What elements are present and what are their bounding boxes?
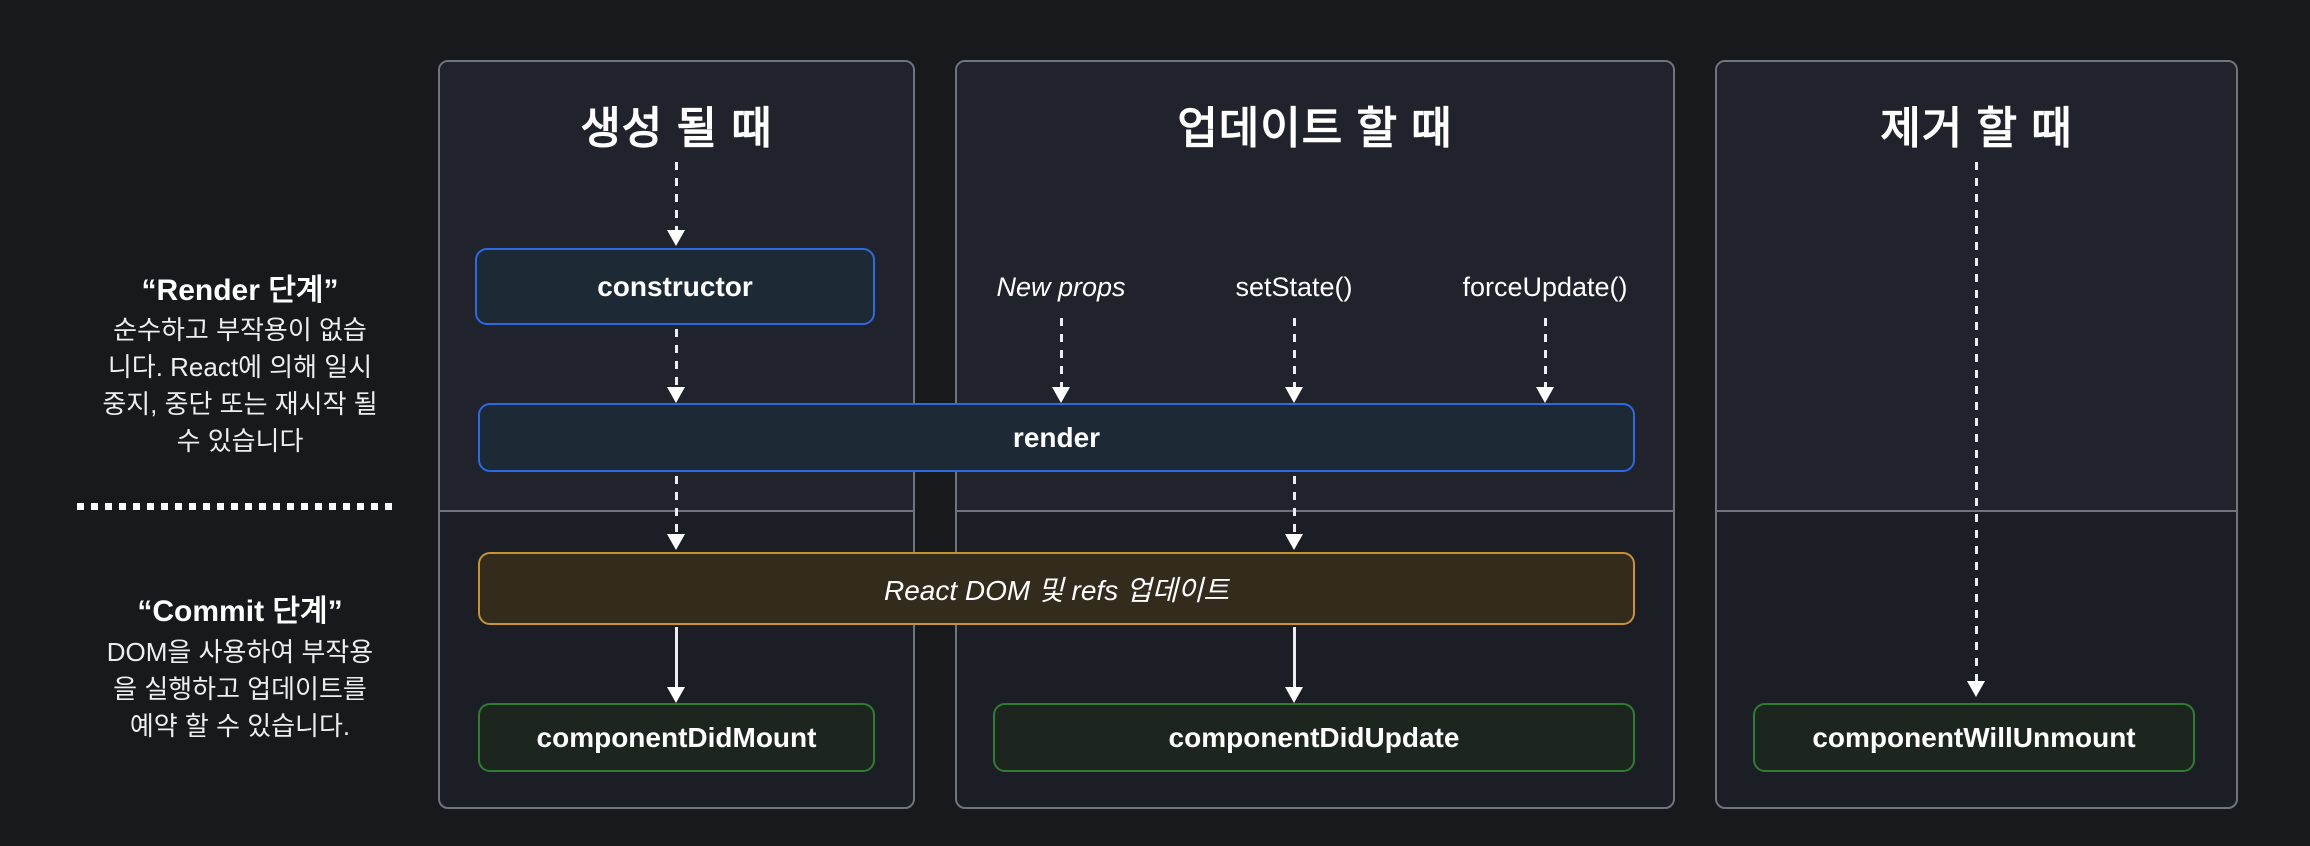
arrow-forceupdate-to-render	[1544, 318, 1547, 387]
commit-phase-description: DOM을 사용하여 부작용 을 실행하고 업데이트를 예약 할 수 있습니다.	[106, 637, 374, 741]
node-render: render	[478, 403, 1635, 472]
trigger-new-props: New props	[996, 272, 1126, 302]
arrow-constructor-to-render	[675, 329, 678, 387]
arrowhead-icon	[1285, 687, 1303, 703]
node-constructor: constructor	[475, 248, 875, 325]
arrow-render-to-reactdom-update	[1293, 476, 1296, 534]
arrowhead-icon	[667, 534, 685, 550]
arrowhead-icon	[1285, 534, 1303, 550]
arrowhead-icon	[667, 230, 685, 246]
panel-update-title: 업데이트 할 때	[1177, 104, 1453, 153]
node-component-did-update: componentDidUpdate	[993, 703, 1635, 772]
arrow-setstate-to-render	[1293, 318, 1296, 387]
arrow-reactdom-to-didmount	[675, 627, 678, 687]
render-phase-title: “Render 단계”	[141, 274, 339, 307]
trigger-force-update: forceUpdate()	[1462, 272, 1628, 302]
arrow-unmount-title-to-willunmount	[1975, 162, 1978, 681]
arrowhead-icon	[1285, 387, 1303, 403]
panel-mount-title: 생성 될 때	[580, 104, 773, 153]
arrowhead-icon	[667, 687, 685, 703]
node-react-dom-refs-update: React DOM 및 refs 업데이트	[478, 552, 1635, 625]
arrow-reactdom-to-didupdate	[1293, 627, 1296, 687]
arrowhead-icon	[667, 387, 685, 403]
node-component-will-unmount: componentWillUnmount	[1753, 703, 2195, 772]
arrowhead-icon	[1967, 681, 1985, 697]
arrowhead-icon	[1536, 387, 1554, 403]
render-phase-description: 순수하고 부작용이 없습 니다. React에 의해 일시 중지, 중단 또는 …	[102, 315, 378, 456]
panel-update-section-divider	[957, 510, 1673, 512]
arrowhead-icon	[1052, 387, 1070, 403]
arrow-newprops-to-render	[1060, 318, 1063, 387]
arrow-render-to-reactdom-mount	[675, 476, 678, 534]
panel-unmount-title: 제거 할 때	[1880, 104, 2073, 153]
node-component-did-mount: componentDidMount	[478, 703, 875, 772]
phase-dotted-divider	[77, 503, 395, 510]
commit-phase-title: “Commit 단계”	[137, 595, 343, 628]
trigger-set-state: setState()	[1235, 272, 1353, 302]
arrow-mount-title-to-constructor	[675, 162, 678, 230]
